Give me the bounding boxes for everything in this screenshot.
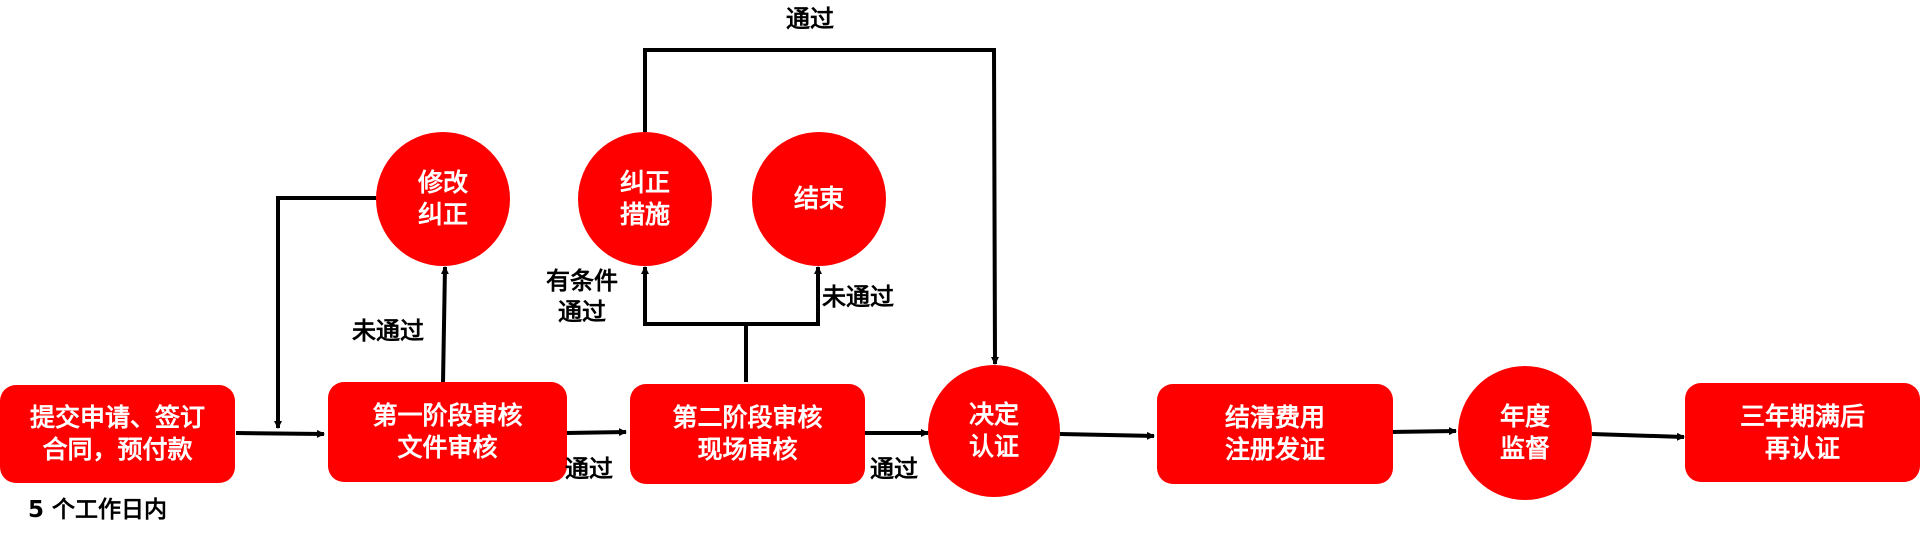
node-settle-fees: 结清费用 注册发证 xyxy=(1157,384,1393,484)
arrow-decide-to-settle xyxy=(1059,431,1155,440)
arrow-stage2-to-end xyxy=(746,266,822,326)
label-conditional-pass: 有条件 通过 xyxy=(546,267,618,327)
node-end: 结束 xyxy=(752,132,886,266)
node-stage1-audit: 第一阶段审核 文件审核 xyxy=(328,382,567,482)
arrow-stage2-split xyxy=(641,266,748,382)
node-corrective-measures: 纠正 措施 xyxy=(578,132,712,266)
arrow-submit-to-stage1 xyxy=(235,429,325,438)
node-recertification: 三年期满后 再认证 xyxy=(1685,383,1920,482)
label-not-passed-stage1: 未通过 xyxy=(352,317,424,345)
node-modify-correct: 修改 纠正 xyxy=(376,132,510,266)
label-passed-stage1: 通过 xyxy=(565,455,613,483)
label-not-passed-stage2: 未通过 xyxy=(822,283,894,311)
arrow-modify-loop xyxy=(274,196,376,429)
arrow-stage1-to-modify xyxy=(440,266,449,384)
arrow-settle-to-annual xyxy=(1392,427,1457,436)
arrow-stage1-to-stage2 xyxy=(565,428,627,437)
arrow-corrective-to-decide xyxy=(643,48,999,365)
node-decide-certification: 决定 认证 xyxy=(928,365,1060,497)
label-passed-stage2: 通过 xyxy=(870,455,918,483)
label-within-5-working-days: 5 个工作日内 xyxy=(28,497,168,523)
node-annual-supervision: 年度 监督 xyxy=(1458,366,1592,500)
node-stage2-audit: 第二阶段审核 现场审核 xyxy=(630,384,865,484)
label-passed-top: 通过 xyxy=(786,5,834,33)
node-submit-application: 提交申请、签订 合同，预付款 xyxy=(0,385,235,483)
arrow-annual-to-recert xyxy=(1591,432,1685,441)
